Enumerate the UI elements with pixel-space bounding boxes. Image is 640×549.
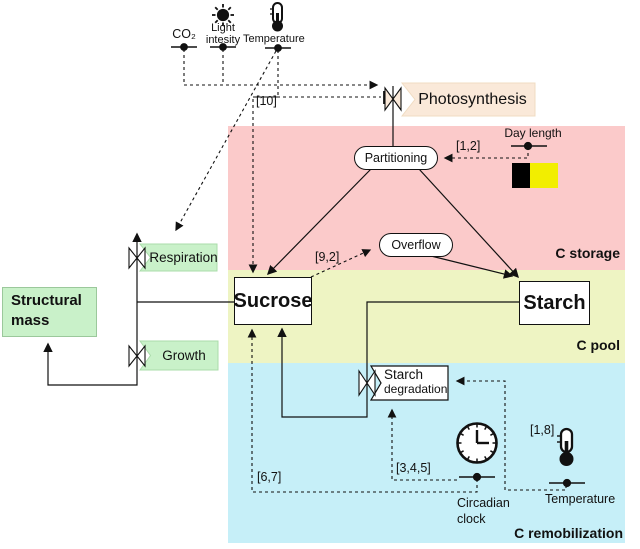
ref-10: [10] bbox=[256, 94, 277, 108]
growth-label: Growth bbox=[162, 348, 206, 363]
flow-starch-to-sucrose bbox=[277, 301, 519, 418]
dep-co2-light-to-photosynthesis bbox=[183, 49, 379, 90]
circadian-clock-label: Circadian clock bbox=[457, 496, 510, 527]
co2-slider-icon bbox=[171, 43, 197, 51]
sucrose-node: Sucrose bbox=[234, 277, 312, 325]
clock-icon bbox=[456, 422, 498, 464]
ref-6-7: [6,7] bbox=[257, 470, 282, 484]
overflow-node: Overflow bbox=[379, 233, 453, 257]
starch-degradation-valve-icon bbox=[358, 369, 376, 397]
ref-9-2: [9,2] bbox=[315, 250, 340, 264]
day-length-slider-icon bbox=[511, 141, 547, 151]
dep-clock-to-sucrose bbox=[247, 328, 478, 493]
ref-3-4-5: [3,4,5] bbox=[396, 461, 431, 475]
ref-1-8: [1,8] bbox=[530, 423, 555, 437]
co2-label: CO₂ bbox=[172, 27, 196, 41]
temperature-bottom-slider-icon bbox=[549, 478, 585, 488]
starch-degradation-box bbox=[369, 365, 449, 401]
starch-label: Starch bbox=[523, 291, 586, 314]
starch-degradation-label: Starch degradation bbox=[384, 367, 448, 396]
ref-1-2: [1,2] bbox=[456, 139, 481, 153]
day-length-label: Day length bbox=[504, 126, 562, 140]
temperature-top-label: Temperature bbox=[243, 33, 305, 45]
sun-icon bbox=[212, 4, 234, 26]
dep-sucrose-to-overflow bbox=[310, 249, 372, 278]
c-pool-label: C pool bbox=[576, 337, 620, 353]
starch-node: Starch bbox=[519, 281, 590, 325]
structural-mass-node: Structural mass bbox=[2, 287, 97, 337]
starch-degradation-line1: Starch bbox=[384, 367, 424, 382]
light-intensity-label: Light intesity bbox=[205, 22, 241, 47]
light-slider-icon bbox=[210, 43, 236, 51]
starch-degradation-line2: degradation bbox=[384, 381, 448, 396]
dep-temperature-to-starch-degradation bbox=[455, 376, 567, 491]
thermometer-icon bbox=[270, 2, 283, 32]
thermometer-icon bbox=[557, 427, 574, 466]
dep-temperature-to-respiration bbox=[175, 50, 277, 232]
flow-partitioning-to-starch bbox=[418, 168, 519, 279]
flow-growth-to-structural-mass bbox=[43, 302, 138, 386]
overflow-label: Overflow bbox=[391, 238, 441, 252]
respiration-valve-icon bbox=[128, 246, 146, 270]
growth-valve-icon bbox=[128, 344, 146, 368]
temperature-top-slider-icon bbox=[265, 44, 291, 52]
clock-slider-icon bbox=[459, 472, 495, 482]
growth-banner bbox=[139, 340, 219, 371]
temperature-bottom-label: Temperature bbox=[545, 492, 616, 506]
partitioning-node: Partitioning bbox=[354, 146, 438, 170]
partitioning-label: Partitioning bbox=[364, 151, 428, 165]
respiration-label: Respiration bbox=[149, 250, 218, 265]
dep-day-length-to-partitioning bbox=[443, 147, 529, 163]
structural-mass-label: Structural mass bbox=[11, 292, 82, 329]
c-storage-label: C storage bbox=[555, 245, 620, 261]
photosynthesis-label: Photosynthesis bbox=[418, 90, 527, 108]
photosynthesis-banner bbox=[400, 82, 536, 117]
respiration-banner bbox=[138, 243, 218, 272]
flow-overflow-to-starch bbox=[426, 254, 514, 279]
sucrose-label: Sucrose bbox=[233, 289, 313, 312]
c-remobilization-label: C remobilization bbox=[514, 525, 623, 541]
day-night-icon bbox=[512, 163, 558, 188]
flow-partitioning-to-sucrose bbox=[266, 168, 372, 276]
dep-temperature-down bbox=[253, 50, 279, 98]
photosynthesis-valve-icon bbox=[384, 86, 402, 112]
